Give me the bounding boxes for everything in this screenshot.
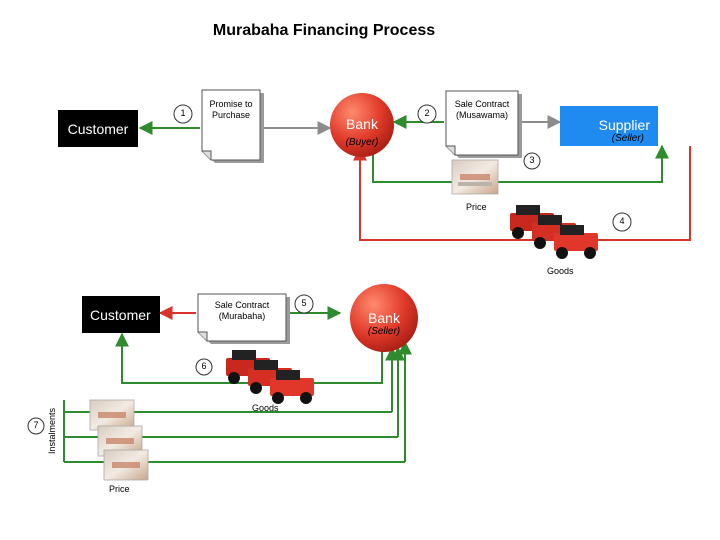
customer-label: Customer [67, 120, 129, 137]
money-icon [103, 449, 149, 481]
customer-label: Customer [90, 306, 151, 323]
money-icon [451, 159, 499, 195]
bank-label-bottom: Bank [368, 310, 400, 326]
step-number: 2 [424, 108, 430, 118]
bank-role-bottom: (Seller) [367, 326, 401, 337]
murabaha-document [197, 293, 290, 344]
step-number: 7 [33, 420, 39, 430]
step-number: 1 [180, 108, 186, 118]
supplier-label: Supplier [598, 117, 650, 133]
customer-box-bottom: Customer [82, 296, 160, 333]
promise-doc-label: Promise to Purchase [209, 99, 253, 120]
price-label-bottom: Price [109, 484, 130, 494]
sale-contract-document [445, 90, 522, 158]
promise-document [201, 89, 264, 163]
customer-box-top: Customer [58, 110, 138, 147]
arrow-goods-to-bank [353, 146, 691, 241]
diagram-title: Murabaha Financing Process [212, 22, 436, 39]
goods-label-top: Goods [547, 266, 574, 276]
step-number: 6 [201, 361, 207, 371]
goods-label-bottom: Goods [252, 403, 279, 413]
step-number: 4 [619, 216, 625, 226]
money-icon [89, 399, 135, 431]
murabaha-doc-label: Sale Contract (Murabaha) [214, 300, 270, 321]
step-number: 5 [301, 298, 307, 308]
bank-sphere-bottom [350, 284, 418, 352]
bank-role-top: (Buyer) [345, 137, 379, 148]
goods-jeeps-bottom [226, 350, 314, 404]
bank-sphere-top [330, 93, 394, 157]
sale-doc-label: Sale Contract (Musawama) [454, 99, 510, 120]
step-circle [27, 104, 632, 435]
step-number: 3 [529, 155, 535, 165]
goods-jeeps-top [510, 205, 598, 259]
bank-label-top: Bank [346, 116, 378, 132]
customer-role-bottom: (Buyer) [92, 322, 125, 333]
price-label-top: Price [466, 202, 487, 212]
supplier-role: (Seller) [611, 133, 644, 144]
instalments-label: Instalments [47, 407, 57, 455]
arrow-price-to-supplier [372, 144, 669, 183]
supplier-box: Supplier (Seller) [560, 106, 658, 146]
